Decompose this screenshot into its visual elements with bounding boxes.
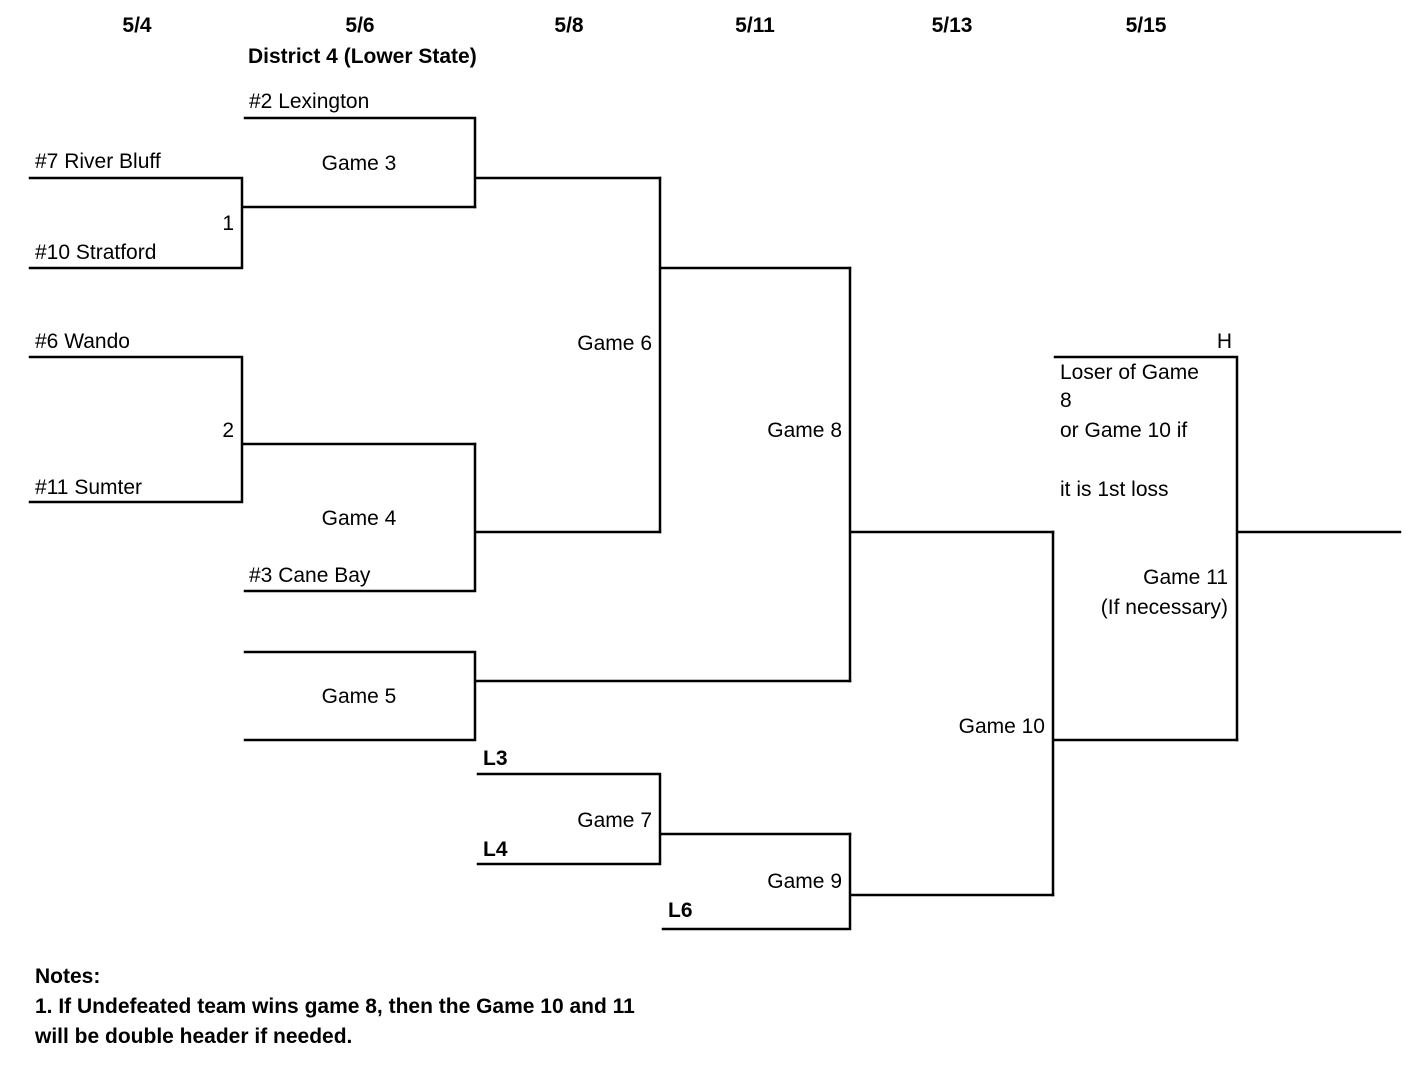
game1-line bbox=[28, 176, 477, 270]
team-seed11: #11 Sumter bbox=[35, 476, 142, 499]
game7-label: Game 7 bbox=[577, 809, 652, 832]
game2-line bbox=[28, 355, 477, 504]
game6-label: Game 6 bbox=[577, 332, 652, 355]
bracket-subtitle: District 4 (Lower State) bbox=[248, 45, 477, 68]
loser-game6-label: L6 bbox=[668, 899, 693, 922]
game11-slot-line3: or Game 10 if bbox=[1060, 419, 1188, 442]
game10-label: Game 10 bbox=[958, 715, 1045, 738]
game6-line bbox=[658, 176, 852, 534]
game2-label: 2 bbox=[222, 419, 234, 442]
game4-line bbox=[243, 442, 662, 593]
game1-label: 1 bbox=[222, 212, 234, 235]
game11-slot-line1: Loser of Game bbox=[1060, 361, 1199, 384]
loser-game3-label: L3 bbox=[483, 747, 508, 770]
date-header-6: 5/15 bbox=[1125, 14, 1167, 37]
game5-label: Game 5 bbox=[321, 685, 397, 708]
notes-line1: 1. If Undefeated team wins game 8, then … bbox=[35, 995, 635, 1018]
notes-heading: Notes: bbox=[35, 965, 101, 988]
game11-slot-line2: 8 bbox=[1060, 389, 1072, 412]
game9-line bbox=[661, 832, 1055, 931]
loser-game4-label: L4 bbox=[483, 838, 508, 861]
notes-block: Notes: 1. If Undefeated team wins game 8… bbox=[35, 962, 635, 1052]
game9-label: Game 9 bbox=[767, 870, 842, 893]
game8-label: Game 8 bbox=[767, 419, 842, 442]
team-seed2: #2 Lexington bbox=[249, 90, 370, 113]
game10-line bbox=[1051, 530, 1239, 897]
team-seed6: #6 Wando bbox=[35, 330, 130, 353]
date-header-1: 5/4 bbox=[122, 14, 152, 37]
team-seed10: #10 Stratford bbox=[35, 241, 157, 264]
date-header-2: 5/6 bbox=[345, 14, 375, 37]
game3-label: Game 3 bbox=[321, 152, 397, 175]
game11-slot-line4: it is 1st loss bbox=[1060, 478, 1169, 501]
game4-label: Game 4 bbox=[321, 507, 397, 530]
game11-label: Game 11 bbox=[1143, 566, 1228, 589]
game5-line bbox=[243, 650, 852, 742]
game11-line bbox=[1053, 355, 1402, 742]
home-marker: H bbox=[1216, 330, 1232, 353]
game11-note: (If necessary) bbox=[1100, 596, 1228, 619]
game3-line bbox=[243, 116, 662, 209]
game7-line bbox=[476, 772, 852, 866]
team-seed7: #7 River Bluff bbox=[35, 150, 161, 173]
game8-line bbox=[848, 266, 1055, 683]
date-header-5: 5/13 bbox=[931, 14, 973, 37]
date-header-4: 5/11 bbox=[735, 14, 775, 37]
notes-line2: will be double header if needed. bbox=[35, 1025, 353, 1048]
team-seed3: #3 Cane Bay bbox=[249, 564, 371, 587]
date-header-3: 5/8 bbox=[554, 14, 584, 37]
